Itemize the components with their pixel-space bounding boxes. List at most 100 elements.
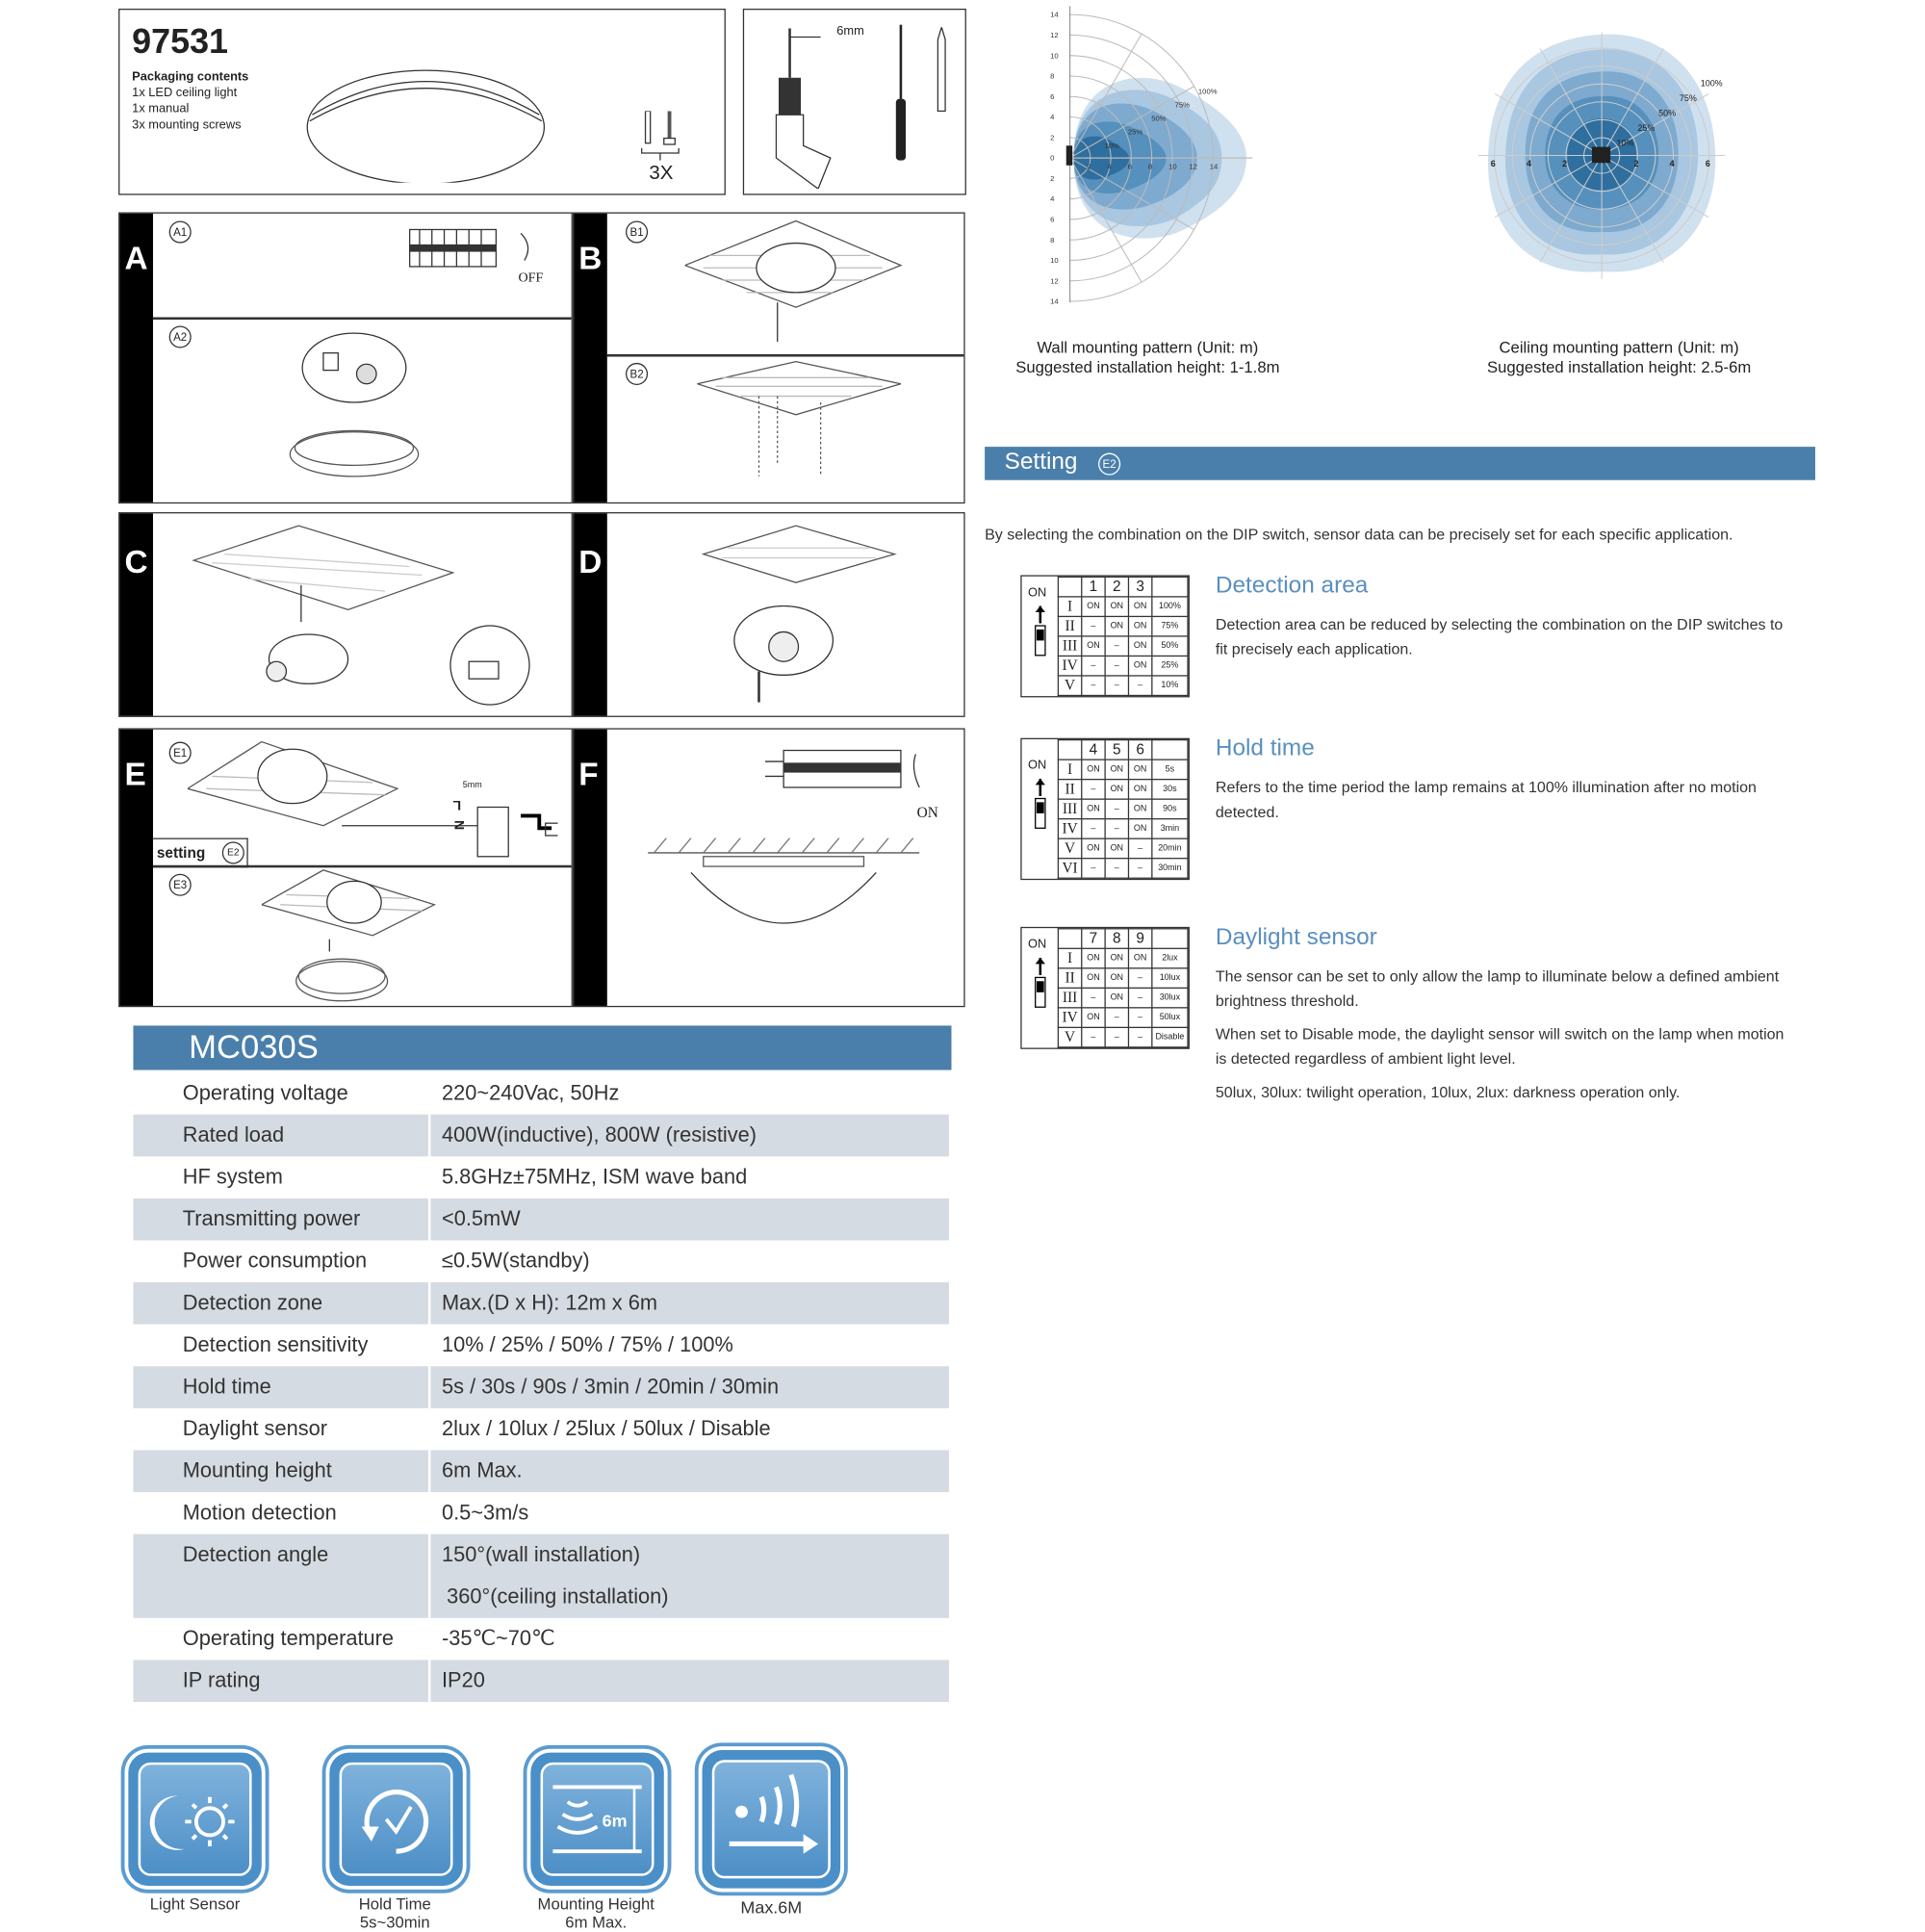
x-tick-label: 10 — [1168, 163, 1177, 171]
step-strip: B — [574, 213, 607, 502]
dip-switch-icon — [1035, 605, 1046, 657]
spec-value: <0.5mW — [441, 1206, 521, 1231]
dip-cell: – — [1104, 858, 1130, 879]
step-letter: D — [578, 543, 603, 580]
product-number: 97531 — [132, 22, 229, 61]
dip-cell: ON — [1081, 798, 1106, 820]
dip-cell: 3min — [1151, 818, 1189, 839]
level-label: 75% — [1175, 101, 1191, 110]
step-label: A2 — [168, 325, 192, 348]
x-tick-label: 12 — [1189, 163, 1197, 171]
dip-cell: ON — [1127, 596, 1153, 618]
step-panel-b: B B1 B2 — [572, 212, 965, 504]
y-tick-label: 2 — [1050, 133, 1054, 142]
x-tick-label: 2 — [1634, 159, 1639, 168]
wall-caption-line2: Suggested installation height: 1-1.8m — [1015, 357, 1280, 377]
installed-light-drawing — [648, 837, 920, 924]
spec-value: 10% / 25% / 50% / 75% / 100% — [441, 1332, 733, 1357]
step-label: E1 — [168, 741, 192, 764]
tools-box: 6mm — [742, 8, 966, 195]
cell-separator — [427, 1240, 431, 1283]
switch-number: 8 — [1104, 928, 1130, 949]
dip-cell: I — [1057, 596, 1083, 618]
on-label: ON — [1027, 759, 1047, 773]
level-label: 25% — [1637, 123, 1655, 133]
y-tick-label: 14 — [1050, 297, 1059, 306]
switch-number: 1 — [1081, 576, 1106, 598]
packaging-item: 3x mounting screws — [132, 118, 242, 133]
section-text: When set to Disable mode, the daylight s… — [1215, 1025, 1784, 1068]
dip-cell: – — [1081, 987, 1106, 1009]
dip-cell: – — [1127, 1007, 1153, 1028]
x-tick-label: 6 — [1491, 159, 1496, 168]
spec-label: Power consumption — [182, 1249, 368, 1273]
feature-label-line: 5s~30min — [359, 1913, 430, 1932]
terminal-n: N — [450, 819, 466, 831]
dip-cell: – — [1081, 779, 1106, 800]
level-label: 100% — [1198, 87, 1218, 95]
setting-ref: E2 — [221, 841, 244, 864]
packaging-box: 97531 Packaging contents 1x LED ceiling … — [118, 8, 726, 195]
step-strip: D — [574, 513, 607, 716]
setting-intro: By selecting the combination on the DIP … — [985, 526, 1733, 544]
dip-cell: ON — [1081, 837, 1106, 860]
dip-cell: Disable — [1151, 1026, 1189, 1048]
drill-size: 6mm — [836, 24, 864, 39]
dip-cell: 20min — [1151, 837, 1189, 860]
x-tick-label: 6 — [1706, 159, 1710, 168]
level-label: 50% — [1151, 115, 1167, 123]
dip-cell: ON — [1104, 615, 1130, 637]
dip-row: VI–––30min — [1057, 858, 1189, 879]
section-text: Detection area can be reduced by selecti… — [1215, 615, 1784, 657]
step-label: E3 — [168, 873, 192, 896]
cell-separator — [427, 1072, 431, 1115]
divider — [606, 353, 964, 356]
y-tick-label: 14 — [1050, 11, 1059, 19]
step-letter: F — [578, 755, 599, 793]
pencil-icon — [937, 27, 946, 113]
step-panel-f: F ON — [572, 728, 965, 1008]
dip-cell: 50lux — [1151, 1007, 1189, 1028]
dip-cell: ON — [1081, 1007, 1106, 1028]
setting-title: Setting — [1004, 449, 1078, 476]
spec-row: Power consumption≤0.5W(standby) — [133, 1240, 948, 1283]
dip-cell: – — [1104, 1007, 1130, 1028]
dip-cell: I — [1057, 759, 1083, 781]
setting-reference[interactable]: setting E2 — [152, 837, 248, 868]
dip-cell: ON — [1127, 947, 1153, 969]
setting-label: setting — [156, 843, 206, 862]
screwdriver-icon — [895, 24, 907, 161]
dip-cell: – — [1081, 615, 1106, 637]
spec-value: 5.8GHz±75MHz, ISM wave band — [441, 1165, 748, 1189]
dip-cell: II — [1057, 779, 1083, 800]
spec-value: 360°(ceiling installation) — [447, 1584, 669, 1609]
step-strip: C — [119, 513, 153, 716]
strip-length: 5mm — [462, 781, 482, 790]
switch-number: 2 — [1104, 576, 1130, 598]
cell-separator — [427, 1660, 431, 1703]
switch-number: 3 — [1127, 576, 1153, 598]
spec-value: IP20 — [441, 1668, 485, 1692]
cell-separator — [427, 1450, 431, 1493]
y-tick-label: 4 — [1050, 194, 1055, 203]
y-tick-label: 4 — [1050, 113, 1055, 121]
dip-cell: 100% — [1151, 596, 1189, 618]
dip-cell: VI — [1057, 858, 1083, 879]
level-label: 10% — [1104, 142, 1119, 150]
dip-row: V–––10% — [1057, 675, 1189, 697]
switch-number: 6 — [1127, 738, 1153, 760]
section-text: The sensor can be set to only allow the … — [1215, 967, 1780, 1010]
dip-cell: IV — [1057, 1007, 1083, 1028]
dip-cell: ON — [1081, 759, 1106, 781]
ceiling-base-drawing — [187, 740, 558, 858]
dip-cell: IV — [1057, 818, 1083, 839]
dip-cell: ON — [1104, 779, 1130, 800]
spec-value: 150°(wall installation) — [441, 1542, 641, 1566]
